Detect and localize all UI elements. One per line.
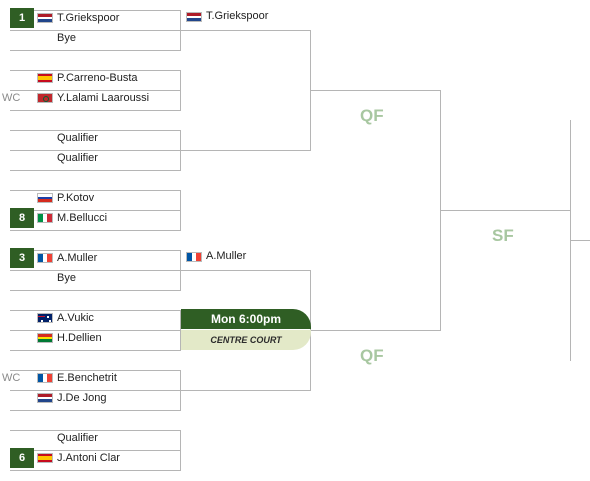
bracket-line [440,210,570,211]
ru-flag-icon [37,193,53,203]
draw-player-slot[interactable]: Qualifier [10,128,180,148]
player-name: A.Muller [57,252,98,264]
seed-badge: 6 [10,448,34,468]
nl-flag-icon [37,13,53,23]
bracket-line [10,30,180,31]
bracket-line [10,210,180,211]
draw-player-slot[interactable]: P.Carreno-Busta [10,68,180,88]
match-time: Mon 6:00pm [181,309,311,329]
bracket-line [10,470,180,471]
draw-player-slot[interactable]: Bye [10,268,180,288]
seed-badge: 1 [10,8,34,28]
bracket-line [10,10,180,11]
round-label-qf: QF [360,106,384,125]
player-name: P.Kotov [57,192,95,204]
it-flag-icon [37,213,53,223]
bracket-line [10,50,180,51]
bracket-line [180,430,181,471]
seed-badge: 3 [10,248,34,268]
player-name: J.De Jong [57,392,107,404]
bracket-line [310,90,440,91]
player-name: P.Carreno-Busta [57,72,138,84]
es-flag-icon [37,73,53,83]
bracket-line [10,110,180,111]
bracket-line [570,240,590,241]
draw-player-slot[interactable]: WC E.Benchetrit [2,368,180,388]
player-name: Y.Lalami Laaroussi [57,92,150,104]
bracket-line [10,390,180,391]
bracket-line [10,90,180,91]
fr-flag-icon [37,253,53,263]
fr-flag-icon [186,252,202,262]
bracket-line [10,410,180,411]
player-name: T.Griekspoor [57,12,120,24]
player-name: J.Antoni Clar [57,452,120,464]
round-label-sf: SF [492,226,514,245]
bracket-line [180,150,310,151]
player-name: A.Muller [206,250,247,262]
match-court: CENTRE COURT [181,330,311,350]
bracket-line [10,170,180,171]
draw-player-slot[interactable]: 8 M.Bellucci [10,208,180,228]
bracket-line [180,70,181,111]
bracket-line [10,230,180,231]
bracket-line [10,190,180,191]
nl-flag-icon [186,12,202,22]
bracket-line [180,270,310,271]
bracket-line [10,370,180,371]
bracket-line [10,330,180,331]
draw-player-slot[interactable]: 6 J.Antoni Clar [10,448,180,468]
draw-player-slot[interactable]: Bye [10,28,180,48]
draw-player-slot[interactable]: A.Vukic [10,308,180,328]
bracket-line [10,130,180,131]
fr-flag-icon [37,373,53,383]
bracket-line [10,150,180,151]
draw-player-slot[interactable]: WC Y.Lalami Laaroussi [2,88,180,108]
bracket-line [180,310,181,351]
bracket-line [180,190,181,231]
bracket-line [180,390,310,391]
bracket-line [10,310,180,311]
match-schedule-badge[interactable]: Mon 6:00pm CENTRE COURT [181,309,311,350]
draw-player-slot[interactable]: P.Kotov [10,188,180,208]
draw-player-slot[interactable]: Qualifier [10,148,180,168]
player-name: T.Griekspoor [206,10,269,22]
draw-player-slot[interactable]: 1 T.Griekspoor [10,8,180,28]
draw-player-slot[interactable]: Qualifier [10,428,180,448]
entry-status: WC [2,372,21,384]
au-flag-icon [37,313,53,323]
player-name: M.Bellucci [57,212,108,224]
draw-player-slot[interactable]: J.De Jong [10,388,180,408]
bracket-line [10,350,180,351]
seed-badge: 8 [10,208,34,228]
draw-player-slot[interactable]: H.Dellien [10,328,180,348]
bracket-line [10,290,180,291]
es-flag-icon [37,453,53,463]
bracket-line [10,450,180,451]
bracket-line [10,430,180,431]
bracket-line [10,270,180,271]
player-name: H.Dellien [57,332,102,344]
player-name: Bye [57,272,76,284]
player-name: E.Benchetrit [57,372,117,384]
entry-status: WC [2,92,21,104]
player-name: A.Vukic [57,312,94,324]
draw-player-slot[interactable]: 3 A.Muller [10,248,180,268]
bracket-line [10,70,180,71]
bo-flag-icon [37,333,53,343]
nl-flag-icon [37,393,53,403]
player-name: Qualifier [57,132,98,144]
player-name: Qualifier [57,432,98,444]
bracket-line [310,330,440,331]
bracket-line [10,250,180,251]
bracket-line [180,30,310,31]
ma-flag-icon [37,93,53,103]
player-name: Bye [57,32,76,44]
round-label-qf: QF [360,346,384,365]
player-name: Qualifier [57,152,98,164]
